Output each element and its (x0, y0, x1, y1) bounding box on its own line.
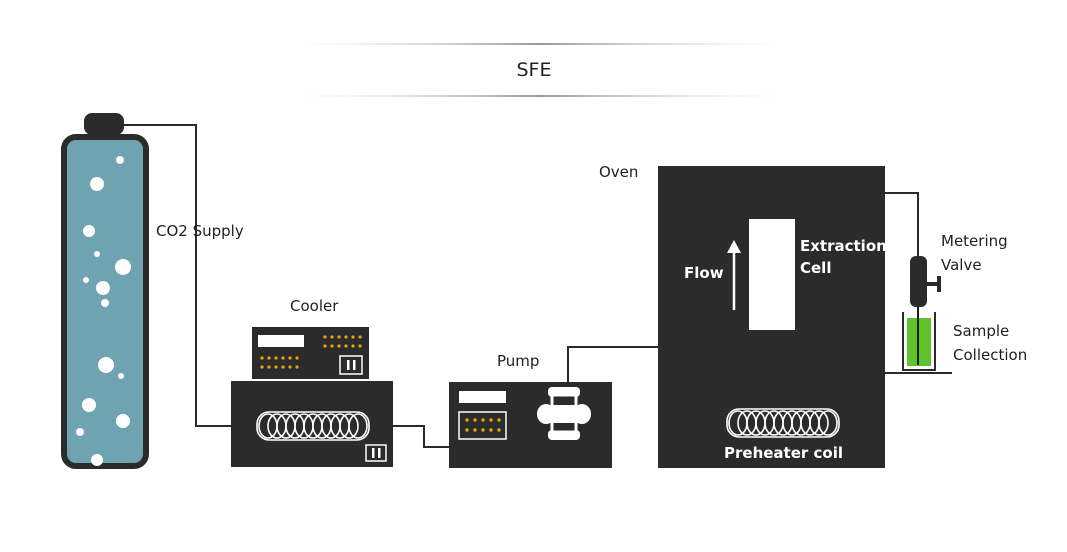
sample-collection (885, 307, 952, 374)
flow-label: Flow (684, 264, 724, 282)
cooler-label: Cooler (290, 297, 339, 315)
cylinder-cap (84, 113, 124, 135)
co2-cylinder (61, 113, 149, 469)
coil-loop (348, 413, 368, 439)
oven-label: Oven (599, 163, 638, 181)
title-rule-top (300, 43, 780, 45)
coil-loop (818, 410, 838, 436)
pump-head (537, 387, 591, 440)
indicator-lights (465, 418, 501, 432)
metering-valve-label-2: Valve (941, 256, 982, 274)
metering-valve (910, 256, 941, 307)
coil-loop (339, 413, 359, 439)
pause-icon (365, 444, 387, 462)
pump-display (459, 391, 506, 403)
preheater-coil (726, 408, 840, 438)
flow-arrow-icon (727, 240, 741, 253)
sample-collection-label-2: Collection (953, 346, 1027, 364)
extraction-cell-label-2: Cell (800, 259, 831, 277)
preheater-coil-label: Preheater coil (724, 444, 843, 462)
pause-icon (339, 355, 363, 375)
coil-loop (809, 410, 829, 436)
indicator-lights (260, 335, 362, 369)
pump-label: Pump (497, 352, 539, 370)
cooler-controller (252, 327, 369, 379)
metering-valve-label-1: Metering (941, 232, 1008, 250)
pump-unit (449, 382, 612, 468)
gas-bubbles (76, 156, 131, 466)
extraction-cell (749, 219, 795, 330)
co2-supply-label: CO2 Supply (156, 222, 244, 240)
sample-collection-label-1: Sample (953, 322, 1009, 340)
pump-keypad (458, 411, 507, 440)
diagram-title: SFE (517, 59, 552, 81)
title-rule-bottom (300, 95, 780, 97)
cooling-coil (256, 411, 370, 441)
cooler-unit (231, 381, 393, 467)
oven: Flow Extraction Cell Preheater coil (658, 166, 887, 468)
extraction-cell-label-1: Extraction (800, 237, 887, 255)
controller-display (258, 335, 304, 347)
